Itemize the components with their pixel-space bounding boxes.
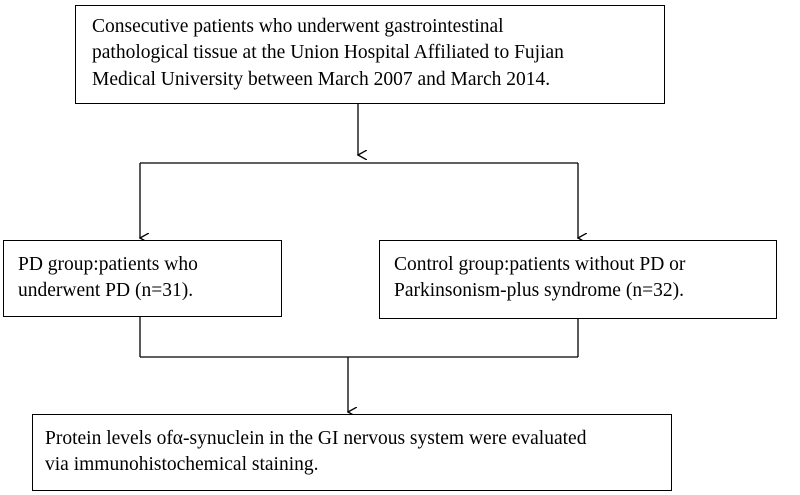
control-group-line-1: Control group:patients without PD or: [394, 254, 686, 275]
pd-group-line-2: underwent PD (n=31).: [18, 280, 194, 302]
pd-group-box: PD group:patients who underwent PD (n=31…: [3, 240, 282, 317]
outcome-line-1: Protein levels ofα-synuclein in the GI n…: [45, 428, 587, 449]
outcome-line-2: via immunohistochemical staining.: [45, 454, 319, 476]
control-group-line-2: Parkinsonism-plus syndrome (n=32).: [394, 280, 684, 302]
control-group-box: Control group:patients without PD or Par…: [379, 240, 777, 319]
pd-group-line-1: PD group:patients who: [18, 254, 198, 275]
inclusion-criteria-box: Consecutive patients who underwent gastr…: [75, 5, 665, 104]
inclusion-criteria-line-1: Consecutive patients who underwent gastr…: [92, 16, 504, 37]
outcome-box: Protein levels ofα-synuclein in the GI n…: [32, 414, 672, 491]
inclusion-criteria-line-3: Medical University between March 2007 an…: [92, 68, 551, 90]
inclusion-criteria-line-2: pathological tissue at the Union Hospita…: [92, 42, 564, 64]
